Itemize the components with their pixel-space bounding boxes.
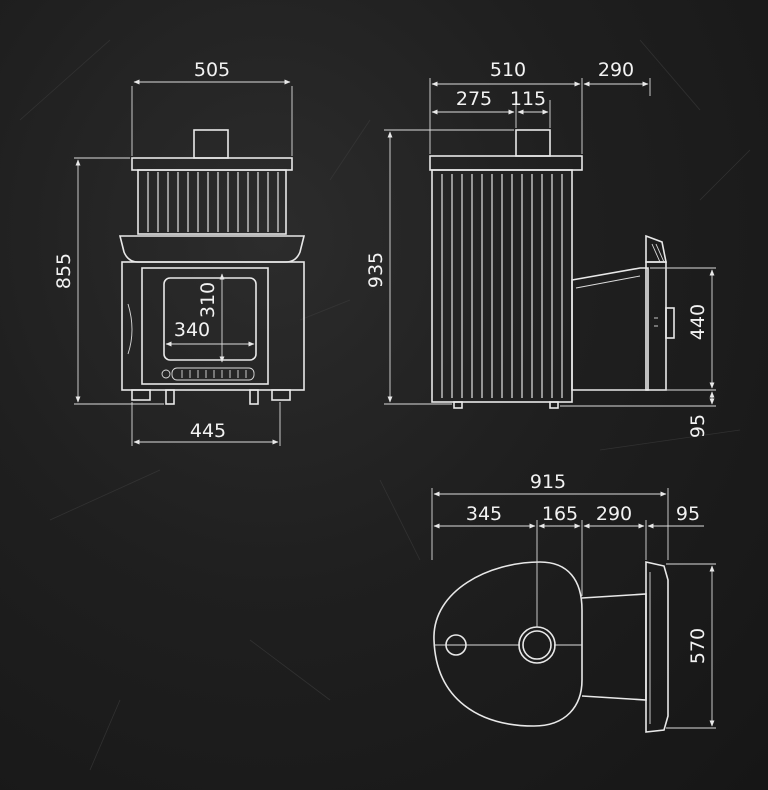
front-side-curve — [127, 303, 133, 355]
dim-top-segment-d: 95 — [676, 503, 700, 525]
front-leg-mid-right — [249, 389, 259, 405]
dim-front-base-width: 445 — [190, 420, 226, 442]
dim-top-segment-c: 290 — [596, 503, 632, 525]
dim-side-depth: 510 — [490, 59, 526, 81]
side-top-cap — [429, 155, 583, 171]
front-top-cap — [131, 157, 293, 171]
front-leg-mid-left — [165, 389, 175, 405]
dim-front-height-total: 855 — [53, 253, 75, 289]
front-fins — [147, 172, 279, 232]
front-leg-right — [271, 389, 291, 401]
front-door-glass — [163, 277, 257, 361]
side-foot-left — [453, 401, 463, 409]
side-foot-right — [549, 401, 559, 409]
dim-side-tunnel-height: 440 — [687, 304, 709, 340]
dim-front-width-top: 505 — [194, 59, 230, 81]
dim-side-height-total: 935 — [365, 252, 387, 288]
dim-side-tunnel-bottom: 95 — [687, 414, 709, 438]
front-leg-left — [131, 389, 151, 401]
front-flue — [193, 129, 229, 159]
front-shoulder — [118, 235, 306, 263]
top-small-hole — [445, 634, 467, 656]
side-canopy — [645, 234, 667, 263]
side-flue — [515, 129, 551, 157]
dim-top-length-total: 915 — [530, 471, 566, 493]
top-body-outline — [433, 561, 583, 727]
side-tunnel — [571, 267, 649, 391]
side-handle — [665, 307, 675, 339]
top-front-frame — [645, 561, 669, 733]
dim-top-segment-b: 165 — [542, 503, 578, 525]
side-fins — [441, 174, 563, 398]
front-view: 505 855 310 340 445 — [53, 59, 306, 446]
front-housing — [121, 261, 305, 391]
dim-door-height: 310 — [197, 282, 219, 318]
board-scratches — [19, 39, 751, 771]
dim-door-width: 340 — [174, 319, 210, 341]
dim-top-frame-height: 570 — [687, 628, 709, 664]
top-flue-outer — [518, 626, 556, 664]
dim-side-flue-diameter: 115 — [510, 88, 546, 110]
top-flue-inner — [522, 630, 552, 660]
front-vent-slots — [181, 370, 247, 378]
front-door-frame — [141, 267, 269, 385]
side-view: 510 290 275 115 935 440 95 — [365, 59, 716, 438]
front-fin-body — [137, 169, 287, 235]
dim-side-tunnel-length: 290 — [598, 59, 634, 81]
top-view: 915 345 165 290 95 570 — [431, 471, 716, 733]
top-tunnel — [581, 593, 647, 701]
front-vent-knob — [161, 369, 171, 379]
dim-side-flue-offset: 275 — [456, 88, 492, 110]
dim-top-segment-a: 345 — [466, 503, 502, 525]
front-ash-vent — [171, 367, 255, 381]
